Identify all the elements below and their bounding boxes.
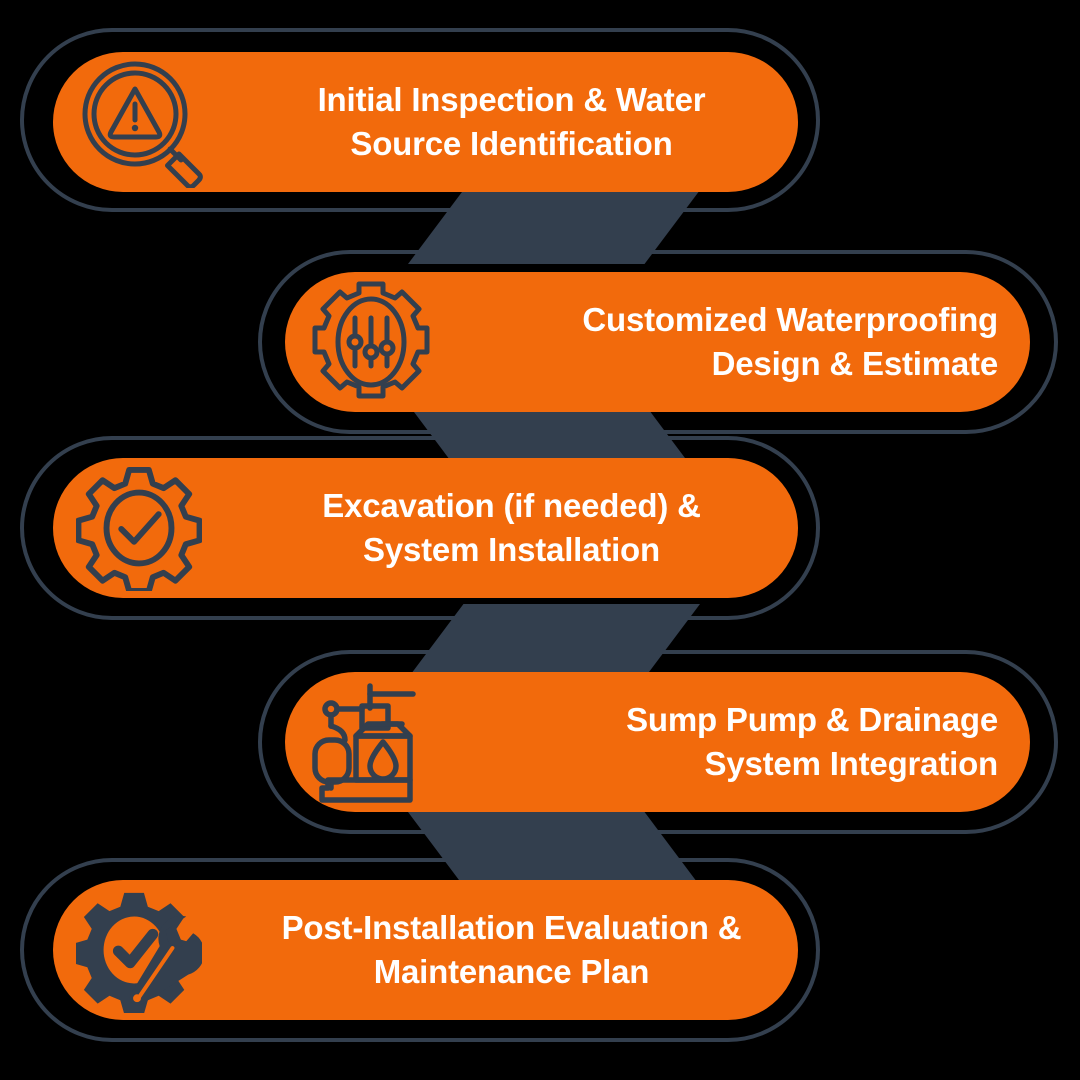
sump-pump-icon (285, 672, 457, 812)
process-step-5[interactable]: Post-Installation Evaluation & Maintenan… (20, 858, 820, 1042)
process-step-2[interactable]: Customized Waterproofing Design & Estima… (258, 250, 1058, 434)
process-step-4[interactable]: Sump Pump & Drainage System Integration (258, 650, 1058, 834)
step-2-label: Customized Waterproofing Design & Estima… (582, 301, 998, 382)
step-5-label: Post-Installation Evaluation & Maintenan… (281, 909, 742, 990)
step-4-outline (258, 650, 1058, 834)
step-2-card[interactable]: Customized Waterproofing Design & Estima… (285, 272, 1030, 412)
step-3-label: Excavation (if needed) & System Installa… (322, 487, 701, 568)
step-1-card[interactable]: Initial Inspection & Water Source Identi… (53, 52, 798, 192)
step-2-outline (258, 250, 1058, 434)
step-3-card[interactable]: Excavation (if needed) & System Installa… (53, 458, 798, 598)
step-1-outline (20, 28, 820, 212)
step-1-label: Initial Inspection & Water Source Identi… (317, 81, 706, 162)
step-5-outline (20, 858, 820, 1042)
process-step-3[interactable]: Excavation (if needed) & System Installa… (20, 436, 820, 620)
step-4-card[interactable]: Sump Pump & Drainage System Integration (285, 672, 1030, 812)
step-5-card[interactable]: Post-Installation Evaluation & Maintenan… (53, 880, 798, 1020)
gear-settings-sliders-icon (285, 272, 457, 412)
step-3-outline (20, 436, 820, 620)
gear-check-icon (53, 458, 225, 598)
step-4-label: Sump Pump & Drainage System Integration (626, 701, 998, 782)
gear-check-wrench-icon (53, 880, 225, 1020)
process-step-1[interactable]: Initial Inspection & Water Source Identi… (20, 28, 820, 212)
magnifier-warning-icon (53, 52, 225, 192)
